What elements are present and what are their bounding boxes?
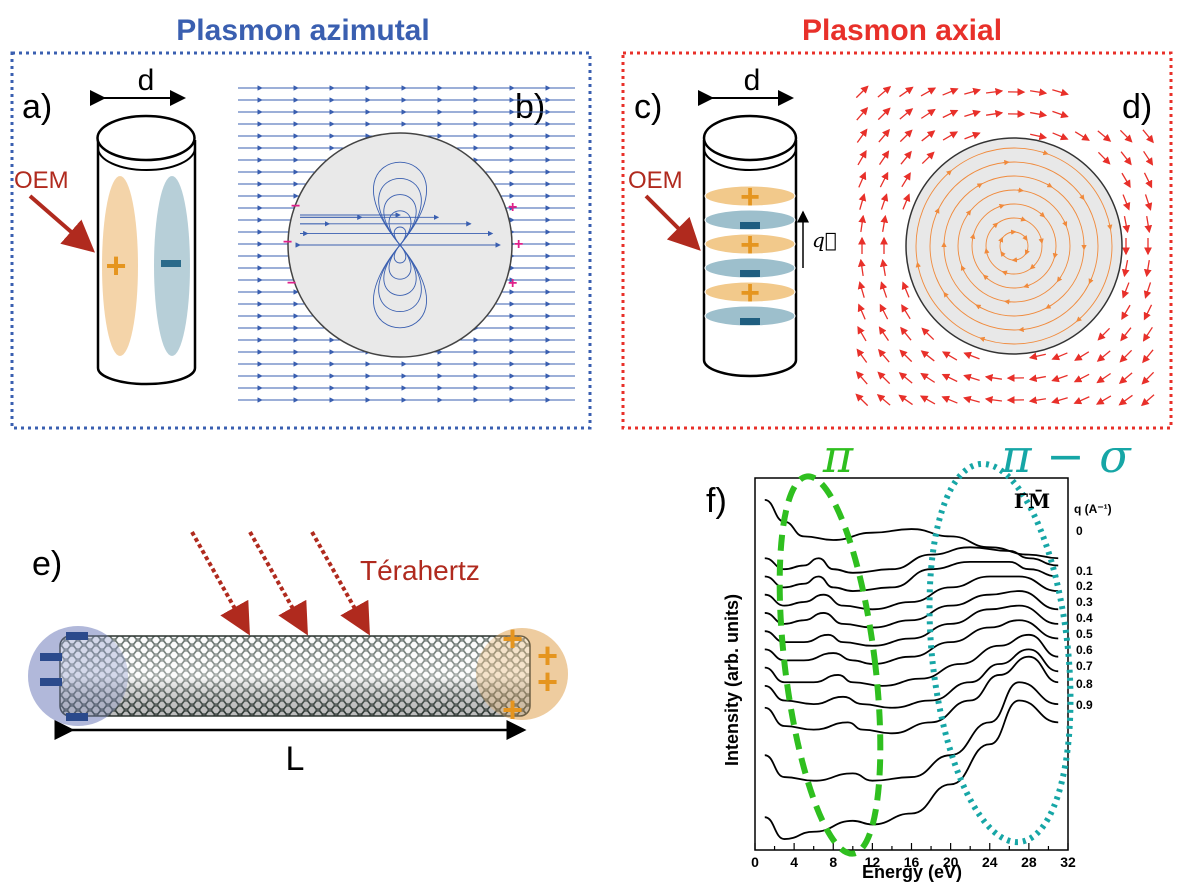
plus-sign-c: + <box>740 178 760 216</box>
x-tick-label: 28 <box>1021 854 1037 870</box>
positive-lobe-a <box>102 176 138 356</box>
q-value-label: 0.8 <box>1076 677 1093 691</box>
chart-ylabel: Intensity (arb. units) <box>722 594 742 766</box>
direction-label: Γ̄M̄ <box>1014 488 1050 513</box>
oem-label-a: OEM <box>14 167 69 194</box>
svg-text:+: + <box>514 236 523 253</box>
x-tick-label: 8 <box>829 854 837 870</box>
axial-title: Plasmon axial <box>802 14 1002 47</box>
x-tick-label: 24 <box>982 854 998 870</box>
pi-region-ellipse <box>776 473 884 857</box>
pi-annotation: π <box>822 429 854 483</box>
x-tick-label: 32 <box>1060 854 1076 870</box>
x-tick-labels: 0 4 8 12 16 20 24 28 32 <box>751 854 1076 870</box>
series-line <box>764 546 1059 574</box>
diameter-label-c: d <box>744 64 761 97</box>
svg-text:−: − <box>283 234 292 251</box>
q-header: q (A⁻¹) <box>1074 502 1112 516</box>
plus-sign-c: + <box>740 226 760 264</box>
label-e: e) <box>32 545 62 583</box>
minus-sign-c <box>740 222 760 229</box>
minus-sign-c <box>740 318 760 325</box>
wavevector-label-c: q⃗ <box>812 228 837 252</box>
oem-arrow-a <box>28 194 96 253</box>
q-value-label: 0.1 <box>1076 564 1093 578</box>
nanotube <box>59 635 531 717</box>
minus-sign-c <box>740 270 760 277</box>
series-line <box>764 633 1059 687</box>
q-value-label: 0.4 <box>1076 611 1093 625</box>
q-value-label: 0.7 <box>1076 659 1093 673</box>
chart-frame <box>754 477 1069 851</box>
q-value-label: 0.9 <box>1076 698 1093 712</box>
series-line <box>764 604 1059 647</box>
x-tick-label: 16 <box>904 854 920 870</box>
oem-arrow-c <box>644 194 701 251</box>
nanotube-cross-section-d <box>905 137 1123 355</box>
svg-text:+: + <box>508 199 517 216</box>
svg-text:+: + <box>537 635 558 676</box>
label-c: c) <box>634 88 662 126</box>
diameter-label-a: d <box>138 64 155 97</box>
label-d: d) <box>1122 88 1152 126</box>
terahertz-arrows <box>190 531 370 636</box>
series-line <box>764 560 1059 592</box>
cylinder-a <box>96 114 197 386</box>
plus-sign-a: + <box>105 245 126 286</box>
svg-text:+: + <box>508 275 517 292</box>
q-value-label: 0.3 <box>1076 595 1093 609</box>
chart-xlabel: Energy (eV) <box>862 862 962 882</box>
svg-text:+: + <box>502 689 523 730</box>
pi-sigma-region-ellipse <box>926 460 1074 846</box>
series-line <box>764 648 1059 709</box>
x-tick-label: 20 <box>943 854 959 870</box>
q-value-label: 0 <box>1076 524 1083 538</box>
azimutal-frame <box>10 51 592 430</box>
internal-field-b <box>300 161 501 329</box>
q-value-labels: 0 0.10.2 0.3 0.4 0.5 0.6 0.7 0.8 0.9 <box>1076 524 1093 712</box>
svg-text:+: + <box>537 661 558 702</box>
surface-charges-b: − − − + + + <box>283 198 523 292</box>
q-value-label: 0.2 <box>1076 579 1093 593</box>
axial-frame <box>621 51 1173 430</box>
label-a: a) <box>22 88 52 126</box>
x-tick-label: 12 <box>865 854 881 870</box>
plus-sign-c: + <box>740 274 760 312</box>
series-line <box>764 699 1059 840</box>
oem-label-c: OEM <box>628 167 683 194</box>
series-line <box>764 590 1059 629</box>
series-line <box>764 655 1059 735</box>
series-line <box>764 681 1059 782</box>
azimutal-title: Plasmon azimutal <box>176 14 429 47</box>
x-tick-label: 0 <box>751 854 759 870</box>
label-b: b) <box>515 88 545 126</box>
eels-chart <box>754 477 1069 851</box>
internal-field-d <box>915 147 1113 345</box>
label-f: f) <box>706 482 727 520</box>
series-line <box>764 575 1059 611</box>
x-tick-label: 4 <box>790 854 798 870</box>
field-lines-d <box>855 85 1155 407</box>
terahertz-label: Térahertz <box>360 555 480 586</box>
negative-charges-e <box>40 632 88 721</box>
cylinder-c: + + + <box>702 114 798 378</box>
q-value-label: 0.6 <box>1076 643 1093 657</box>
positive-charges-e: + + + + <box>502 618 558 730</box>
svg-text:−: − <box>287 275 296 292</box>
minus-sign-a <box>161 260 181 267</box>
length-label: L <box>286 740 305 778</box>
svg-text:+: + <box>502 618 523 659</box>
svg-text:−: − <box>291 198 300 215</box>
q-value-label: 0.5 <box>1076 627 1093 641</box>
pi-sigma-annotation: π − σ <box>1000 429 1132 483</box>
